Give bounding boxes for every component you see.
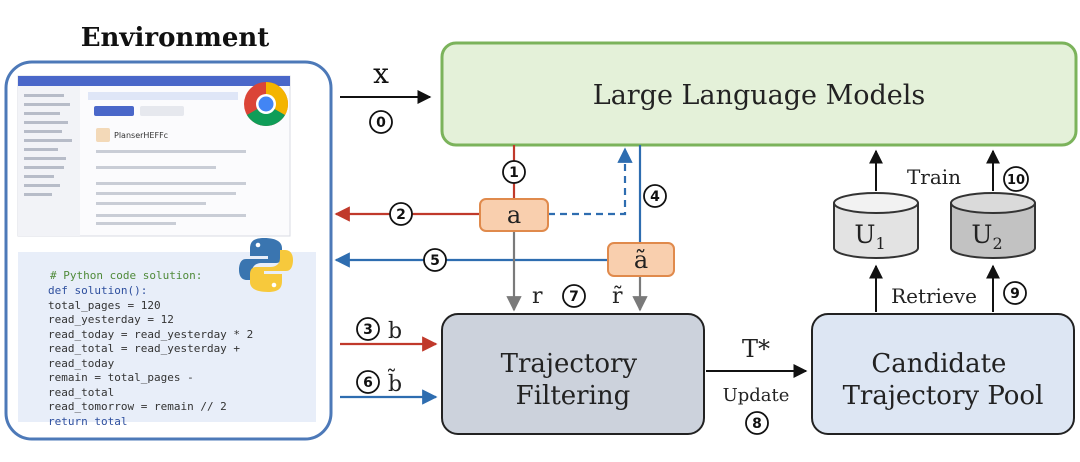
u2-cylinder: U2	[950, 192, 1036, 259]
step-marker: 6	[356, 370, 380, 394]
action-feedback-dashed	[548, 147, 633, 216]
step-10-number: 10	[1007, 173, 1025, 188]
step-9-number: 9	[1010, 286, 1020, 302]
u1-label: U1	[854, 220, 885, 253]
candidate-pool-label: Candidate Trajectory Pool	[843, 349, 1044, 411]
input-b-tilde-label: b̃	[387, 367, 402, 397]
python-icon	[239, 238, 293, 292]
code-line: remain = total_pages -	[48, 371, 194, 384]
step-marker: 10	[1003, 166, 1029, 192]
code-line: read_yesterday = 12	[48, 313, 174, 326]
chrome-icon	[244, 82, 288, 126]
step-marker: 0	[369, 110, 393, 134]
code-line: read_total = read_yesterday +	[48, 342, 240, 355]
step-marker: 8	[745, 411, 769, 435]
code-line: def solution():	[48, 284, 147, 297]
candidate-pool-line: Trajectory Pool	[843, 381, 1044, 411]
environment-title: Environment	[81, 23, 270, 53]
retrieve-label: Retrieve	[891, 284, 977, 308]
step-7-number: 7	[569, 289, 579, 305]
candidate-pool-line: Candidate	[871, 349, 1006, 379]
browser-page-title: PlanserHEFFc	[114, 131, 168, 140]
trajectory-filtering-node	[441, 313, 705, 435]
action-a-tilde-label: ã	[634, 246, 648, 274]
code-block: # Python code solution: def solution(): …	[48, 269, 253, 428]
step-marker: 7	[562, 284, 586, 308]
code-line: read_total	[48, 386, 114, 399]
code-line: total_pages = 120	[48, 299, 161, 312]
code-line: # Python code solution:	[50, 269, 202, 282]
candidate-pool-node	[811, 313, 1075, 435]
step-marker: 5	[423, 248, 447, 272]
step-0-number: 0	[376, 115, 386, 131]
trajectory-filtering-label: Trajectory Filtering	[501, 349, 646, 411]
llm-node	[440, 41, 1078, 147]
t-star-label: T*	[742, 335, 770, 363]
reward-r-tilde-label: r̃	[612, 284, 623, 309]
step-8-number: 8	[752, 416, 762, 432]
step-marker: 1	[502, 160, 526, 184]
action-a-label: a	[507, 201, 521, 229]
step-marker: 4	[643, 184, 667, 208]
step-2-number: 2	[396, 207, 406, 223]
step-marker: 9	[1003, 281, 1027, 305]
u2-label: U2	[971, 220, 1002, 253]
input-x-label: x	[373, 57, 389, 90]
action-a-tilde-box	[607, 242, 675, 277]
input-b-label: b	[388, 319, 402, 344]
code-line: read_today	[48, 357, 115, 370]
trajectory-filtering-line: Trajectory	[501, 349, 638, 379]
step-marker: 3	[356, 317, 380, 341]
llm-label: Large Language Models	[593, 80, 925, 111]
code-line: read_today = read_yesterday * 2	[48, 328, 253, 341]
update-label: Update	[723, 385, 790, 406]
action-a-box	[479, 198, 549, 232]
step-5-number: 5	[430, 253, 440, 269]
u1-cylinder: U1	[833, 192, 919, 259]
trajectory-filtering-line: Filtering	[516, 381, 631, 411]
step-4-number: 4	[650, 189, 660, 205]
step-1-number: 1	[509, 165, 519, 181]
step-3-number: 3	[363, 322, 373, 338]
step-6-number: 6	[363, 375, 373, 391]
step-marker: 2	[389, 202, 413, 226]
train-label: Train	[907, 165, 961, 189]
code-line: read_tomorrow = remain // 2	[48, 400, 227, 413]
reward-r-label: r	[532, 284, 543, 309]
code-line: return total	[48, 415, 127, 428]
